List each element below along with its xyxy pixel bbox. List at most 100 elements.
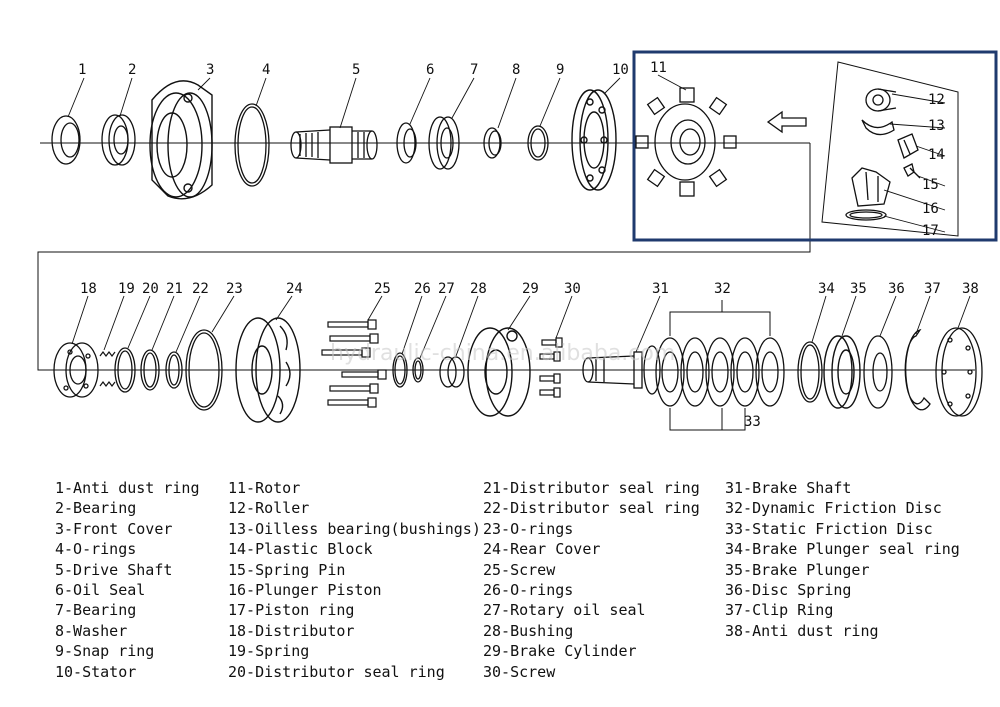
legend-item: 4-O-rings (55, 540, 137, 559)
part-38-anti-dust-ring (935, 327, 983, 417)
legend-item: 18-Distributor (228, 621, 355, 640)
part-31-brake-shaft (582, 345, 661, 395)
legend-item: 22-Distributor seal ring (483, 499, 700, 518)
legend-item: 23-O-rings (483, 519, 574, 538)
callout-numbers: 1 2 3 4 5 6 7 8 9 10 11 12 13 14 15 16 1… (78, 60, 979, 430)
part-12-roller (865, 88, 897, 112)
roller-detail-panel (821, 61, 959, 237)
exploded-parts-diagram: 1 2 3 4 5 6 7 8 9 10 11 12 13 14 15 16 1… (37, 50, 998, 431)
legend-column-3: 21-Distributor seal ring 22-Distributor … (483, 478, 700, 682)
callout-10: 10 (612, 62, 629, 78)
part-9-snap-ring (527, 125, 549, 161)
legend-item: 2-Bearing (55, 499, 137, 518)
legend-item: 38-Anti dust ring (725, 621, 879, 640)
part-37-clip-ring (904, 328, 931, 411)
legend-item: 3-Front Cover (55, 519, 173, 538)
callout-3: 3 (206, 62, 214, 78)
part-11-rotor (635, 87, 737, 197)
legend-item: 33-Static Friction Disc (725, 519, 933, 538)
part-33-static-friction-disc (680, 337, 760, 407)
callout-brackets (669, 300, 771, 431)
legend-item: 29-Brake Cylinder (483, 642, 637, 661)
part-26-o-ring (392, 352, 408, 388)
leader-lines (67, 74, 971, 359)
legend-item: 25-Screw (483, 560, 556, 579)
part-19-spring (99, 351, 116, 387)
callout-5: 5 (352, 62, 360, 78)
part-32-dynamic-friction-disc (655, 337, 785, 407)
callout-25: 25 (374, 281, 391, 297)
legend-column-1: 1-Anti dust ring 2-Bearing 3-Front Cover… (55, 478, 200, 682)
callout-7: 7 (470, 62, 478, 78)
legend-item: 28-Bushing (483, 621, 574, 640)
part-4-o-ring (234, 103, 270, 187)
part-30-screw (539, 337, 563, 398)
parts-legend: 1-Anti dust ring 2-Bearing 3-Front Cover… (55, 478, 985, 700)
legend-item: 6-Oil Seal (55, 581, 146, 600)
callout-37: 37 (924, 281, 941, 297)
callout-32: 32 (714, 281, 731, 297)
legend-item: 26-O-rings (483, 581, 574, 600)
legend-item: 7-Bearing (55, 601, 137, 620)
part-17-piston-ring (845, 209, 887, 221)
rotor-detail-box (632, 50, 998, 242)
legend-item: 16-Plunger Piston (228, 581, 382, 600)
legend-item: 27-Rotary oil seal (483, 601, 646, 620)
callout-24: 24 (286, 281, 303, 297)
legend-item: 10-Stator (55, 662, 137, 681)
part-2-bearing (101, 114, 136, 166)
part-28-bushing (439, 356, 465, 388)
part-10-stator (571, 89, 617, 191)
callout-33: 33 (744, 414, 761, 430)
part-5-drive-shaft (290, 126, 378, 164)
part-7-bearing (428, 116, 460, 170)
callout-6: 6 (426, 62, 434, 78)
legend-item: 32-Dynamic Friction Disc (725, 499, 942, 518)
callout-1: 1 (78, 62, 86, 78)
callout-8: 8 (512, 62, 520, 78)
legend-item: 13-Oilless bearing(bushings) (228, 519, 481, 538)
callout-28: 28 (470, 281, 487, 297)
legend-item: 9-Snap ring (55, 642, 155, 661)
callout-21: 21 (166, 281, 183, 297)
legend-item: 34-Brake Plunger seal ring (725, 540, 960, 559)
legend-item: 5-Drive Shaft (55, 560, 173, 579)
part-25-screw (321, 319, 387, 408)
callout-31: 31 (652, 281, 669, 297)
callout-20: 20 (142, 281, 159, 297)
part-24-rear-cover (235, 317, 301, 423)
part-22-distributor-seal-ring (165, 351, 183, 389)
callout-9: 9 (556, 62, 564, 78)
part-36-disc-spring (863, 335, 893, 409)
legend-item: 21-Distributor seal ring (483, 479, 700, 497)
callout-22: 22 (192, 281, 209, 297)
callout-11: 11 (650, 60, 667, 76)
legend-item: 14-Plastic Block (228, 540, 373, 559)
callout-23: 23 (226, 281, 243, 297)
legend-item: 8-Washer (55, 621, 128, 640)
legend-item: 15-Spring Pin (228, 560, 346, 579)
part-29-brake-cylinder (467, 327, 531, 417)
legend-item: 35-Brake Plunger (725, 560, 870, 579)
callout-34: 34 (818, 281, 835, 297)
part-14-plastic-block (897, 133, 919, 159)
legend-column-4: 31-Brake Shaft 32-Dynamic Friction Disc … (725, 478, 960, 641)
callout-17: 17 (922, 223, 939, 239)
part-21-distributor-seal-ring (140, 349, 160, 391)
legend-item: 31-Brake Shaft (725, 479, 852, 497)
callout-12: 12 (928, 92, 945, 108)
legend-item: 12-Roller (228, 499, 310, 518)
part-15-spring-pin (903, 163, 921, 179)
part-1-anti-dust-ring (51, 115, 81, 165)
legend-item: 11-Rotor (228, 479, 301, 497)
part-35-brake-plunger (823, 335, 861, 409)
callout-13: 13 (928, 118, 945, 134)
part-27-rotary-oil-seal (412, 357, 424, 383)
part-13-bushing (861, 119, 895, 136)
legend-item: 19-Spring (228, 642, 310, 661)
part-34-brake-plunger-seal-ring (797, 341, 823, 403)
callout-35: 35 (850, 281, 867, 297)
callout-18: 18 (80, 281, 97, 297)
callout-38: 38 (962, 281, 979, 297)
